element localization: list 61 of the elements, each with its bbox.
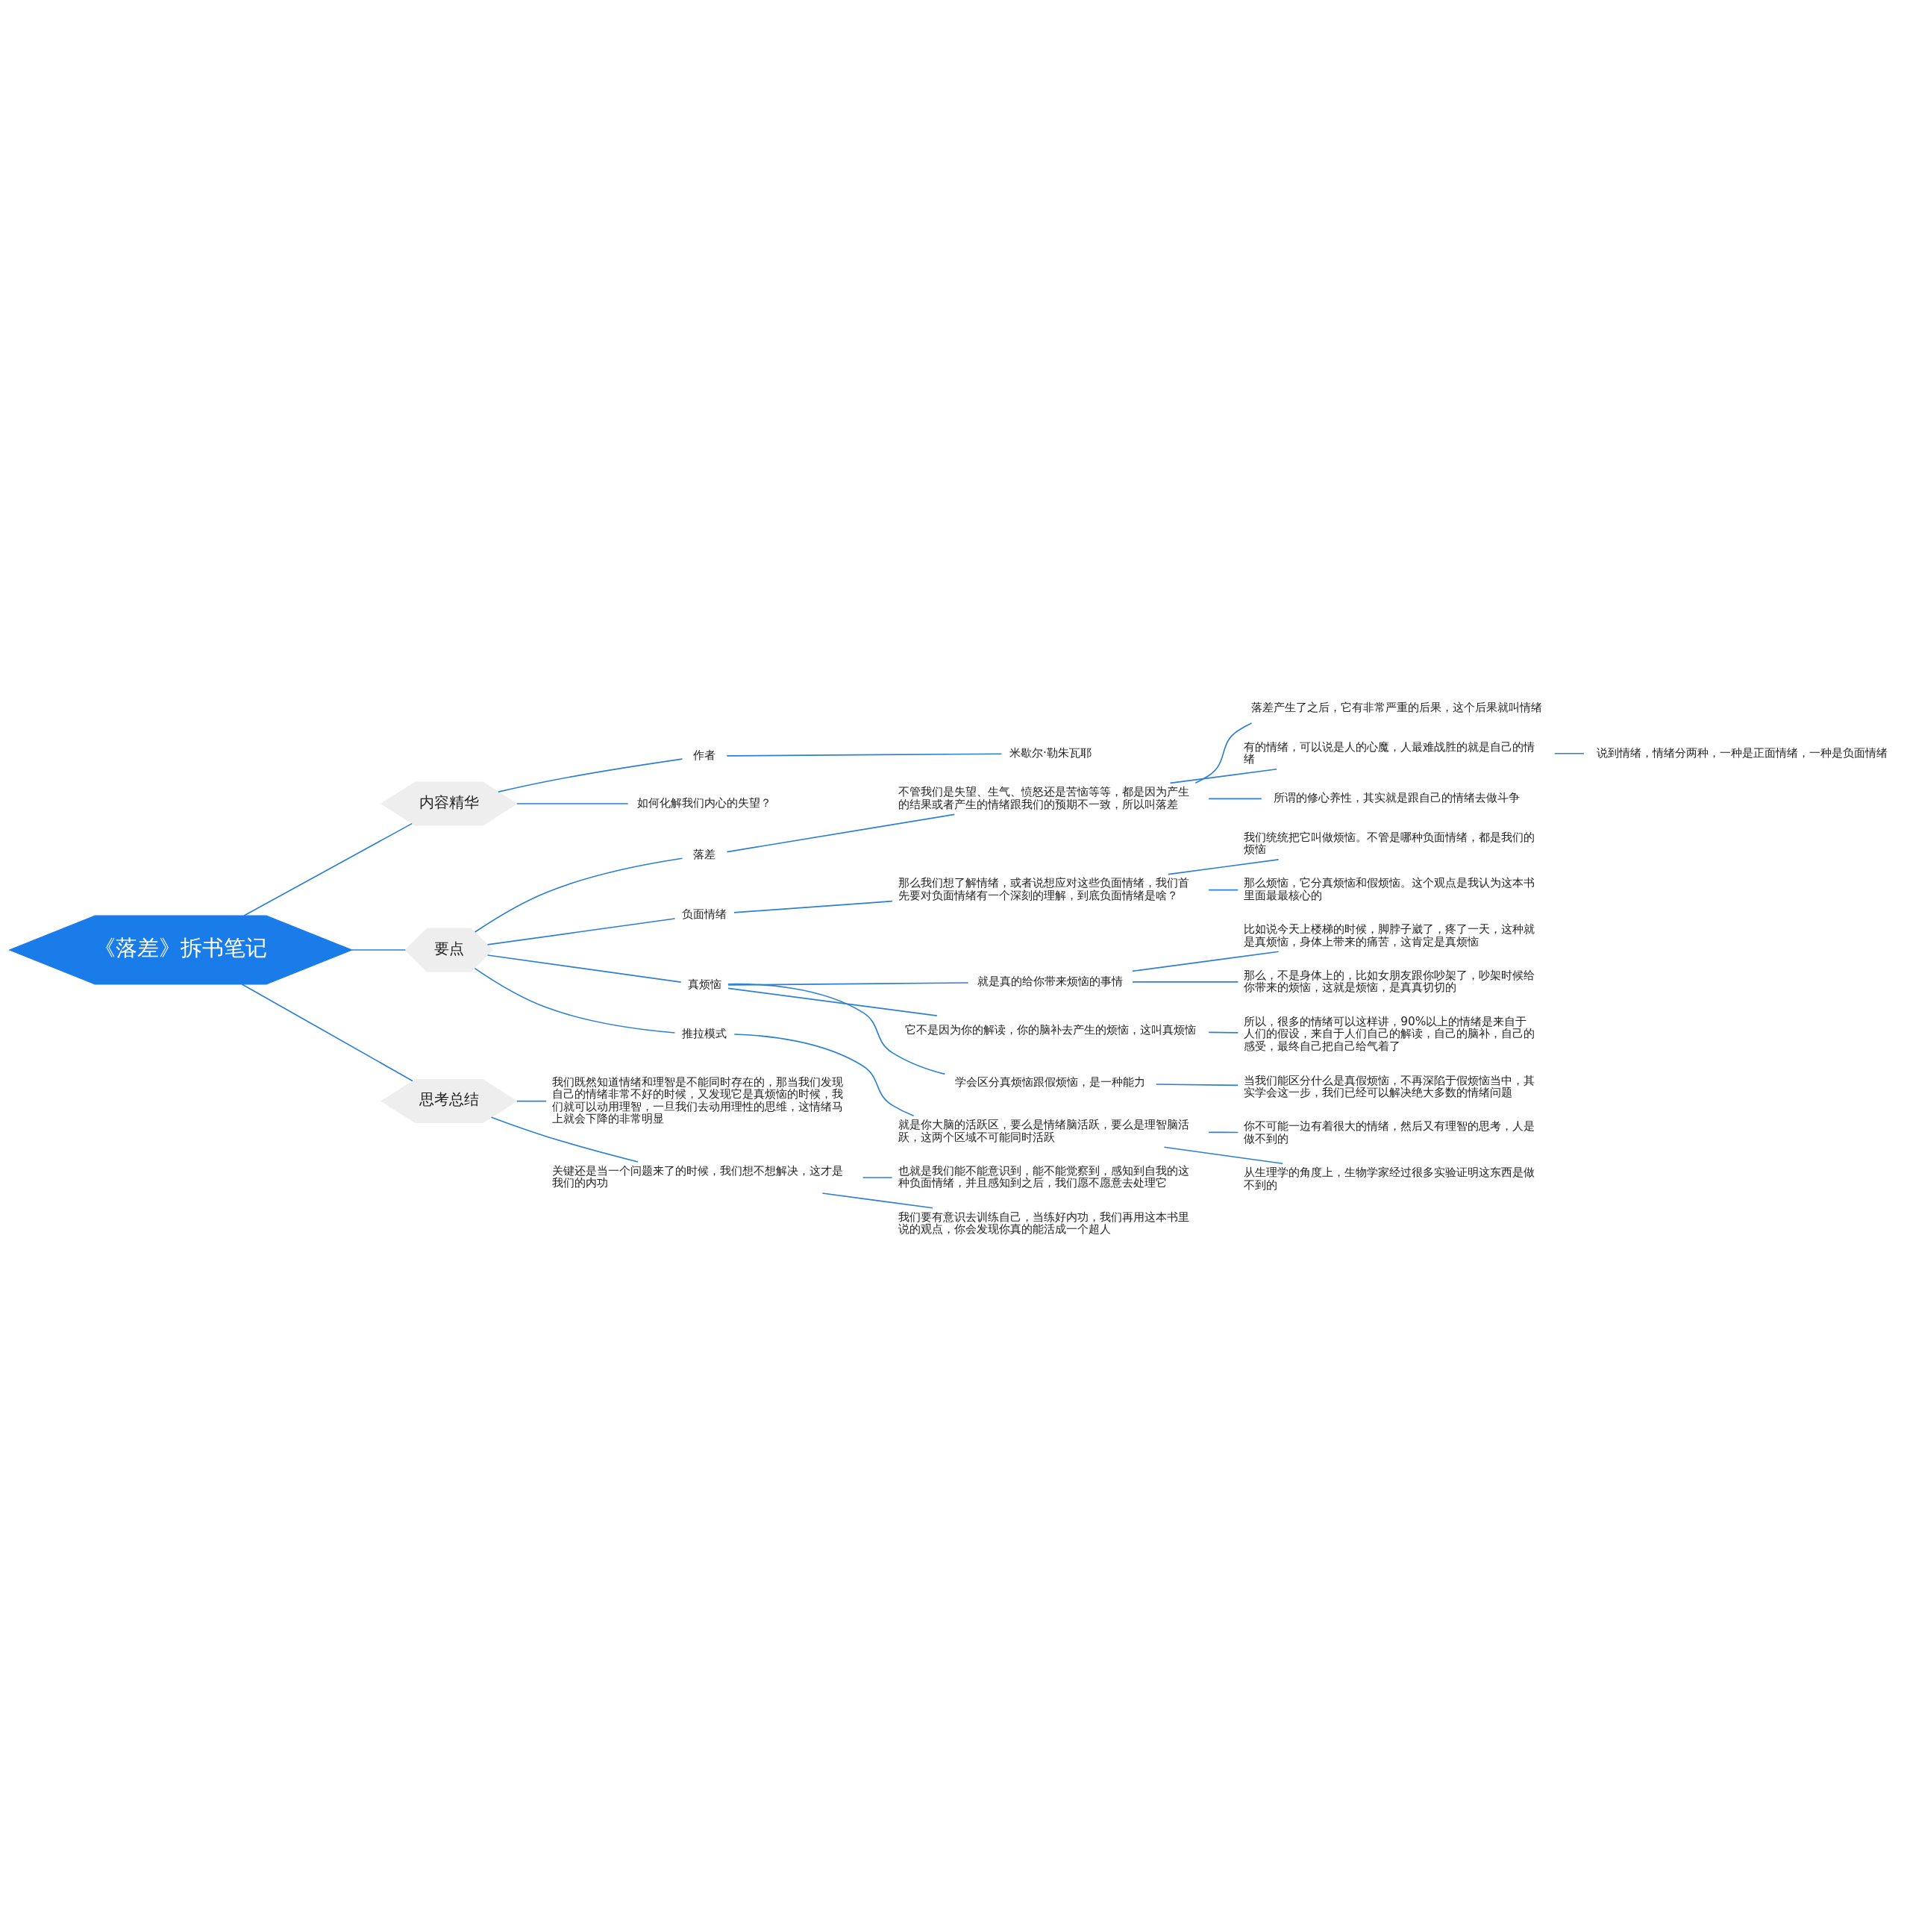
node-text: 推拉模式 [682,1026,727,1040]
node-text: 说到情绪，情绪分两种，一种是正面情绪，一种是负面情绪 [1597,745,1888,760]
node-text: 从生理学的角度上，生物学家经过很多实验证明这东西是做不到的 [1244,1165,1535,1192]
connector [1208,1131,1239,1133]
connector [1163,1145,1284,1164]
connector [351,948,407,951]
connector [1553,752,1585,754]
connector [821,1192,933,1209]
connector [1168,858,1280,875]
connector [726,813,956,852]
connector [733,1033,915,1116]
node-text: 我们统统把它叫做烦恼。不管是哪种负面情绪，都是我们的烦恼 [1244,830,1535,856]
connector [1208,798,1262,799]
connector [486,917,676,945]
node-text: 落差 [693,847,716,861]
node-text: 你不可能一边有着很大的情绪，然后又有理智的思考，人是做不到的 [1244,1119,1535,1145]
node-text: 不管我们是失望、生气、愤怒还是苦恼等等，都是因为产生的结果或者产生的情绪跟我们的预期不一致，所以叫落差 [898,784,1189,811]
connector [490,1116,639,1163]
node-text: 那么，不是身体上的，比如女朋友跟你吵架了，吵架时候给你带来的烦恼，这就是烦恼，是真真切切的 [1244,968,1535,994]
node-text: 所以，很多的情绪可以这样讲，90%以上的情绪是来自于人们的假设，来自于人们自己的解读，自己的脑补，自己的感受，最终自己把自己给气着了 [1244,1014,1535,1053]
connector [241,983,413,1081]
connector [733,900,893,913]
node-text: 米歇尔·勒朱瓦耶 [1009,745,1092,760]
connector [727,981,969,986]
connector [1132,950,1280,972]
connector [516,1100,548,1101]
node-text: 那么烦恼，它分真烦恼和假烦恼。这个观点是我认为这本书里面最最核心的 [1244,875,1535,902]
node-text: 就是你大脑的活跃区，要么是情绪脑活跃，要么是理智脑活跃，这两个区域不可能同时活跃 [898,1117,1189,1144]
node-text: 比如说今天上楼梯的时候，脚脖子崴了，疼了一天，这种就是真烦恼，身体上带来的痛苦，这肯定是真烦恼 [1244,922,1535,948]
connector [474,857,683,933]
node-text: 作者 [693,748,716,762]
node-text: 那么我们想了解情绪，或者说想应对这些负面情绪，我们首先要对负面情绪有一个深刻的理解，到底负面情绪是啥？ [898,875,1189,902]
node-text: 就是真的给你带来烦恼的事情 [977,974,1124,988]
node-text: 所谓的修心养性，其实就是跟自己的情绪去做斗争 [1273,790,1520,804]
node-text: 我们既然知道情绪和理智是不能同时存在的，那当我们发现自己的情绪非常不好的时候，又发现它是真烦恼的时候，我们就可以动用理智，一旦我们去动用理性的思维，这情绪马上就会下降的非常明显 [552,1075,844,1125]
connector [1194,722,1253,784]
node-text: 学会区分真烦恼跟假烦恼，是一种能力 [955,1075,1146,1089]
connector [862,1176,893,1178]
connector [727,987,938,1016]
connector [727,983,946,1075]
node-text: 也就是我们能不能意识到，能不能觉察到，感知到自我的这种负面情绪，并且感知到之后，我们愿不愿意去处理它 [898,1163,1189,1189]
connector [474,967,676,1034]
node-text: 当我们能区分什么是真假烦恼，不再深陷于假烦恼当中，其实学会这一步，我们已经可以解决绝大多数的情绪问题 [1244,1073,1535,1099]
connector [1208,1031,1239,1034]
connector [498,757,683,793]
node-text: 如何化解我们内心的失望？ [637,795,772,810]
connector [1132,981,1239,983]
node-text: 关键还是当一个问题来了的时候，我们想不想解决，这才是我们的内功 [552,1163,844,1189]
node-text: 我们要有意识去训练自己，当练好内功，我们再用这本书里说的观点，你会发现你真的能活成一个超人 [898,1209,1189,1236]
node-text: 它不是因为你的解读，你的脑补去产生的烦恼，这叫真烦恼 [904,1022,1196,1037]
node-text: 真烦恼 [687,977,721,991]
node-text: 落差产生了之后，它有非常严重的后果，这个后果就叫情绪 [1250,700,1542,714]
connector [516,802,629,804]
connector [1169,768,1277,784]
node-text: 负面情绪 [682,907,727,921]
connector [726,752,1003,757]
node-text: 有的情绪，可以说是人的心魔，人最难战胜的就是自己的情绪 [1244,740,1535,766]
connector [243,822,413,916]
connector [1155,1083,1239,1086]
connector [1208,889,1239,890]
connector [486,954,682,983]
